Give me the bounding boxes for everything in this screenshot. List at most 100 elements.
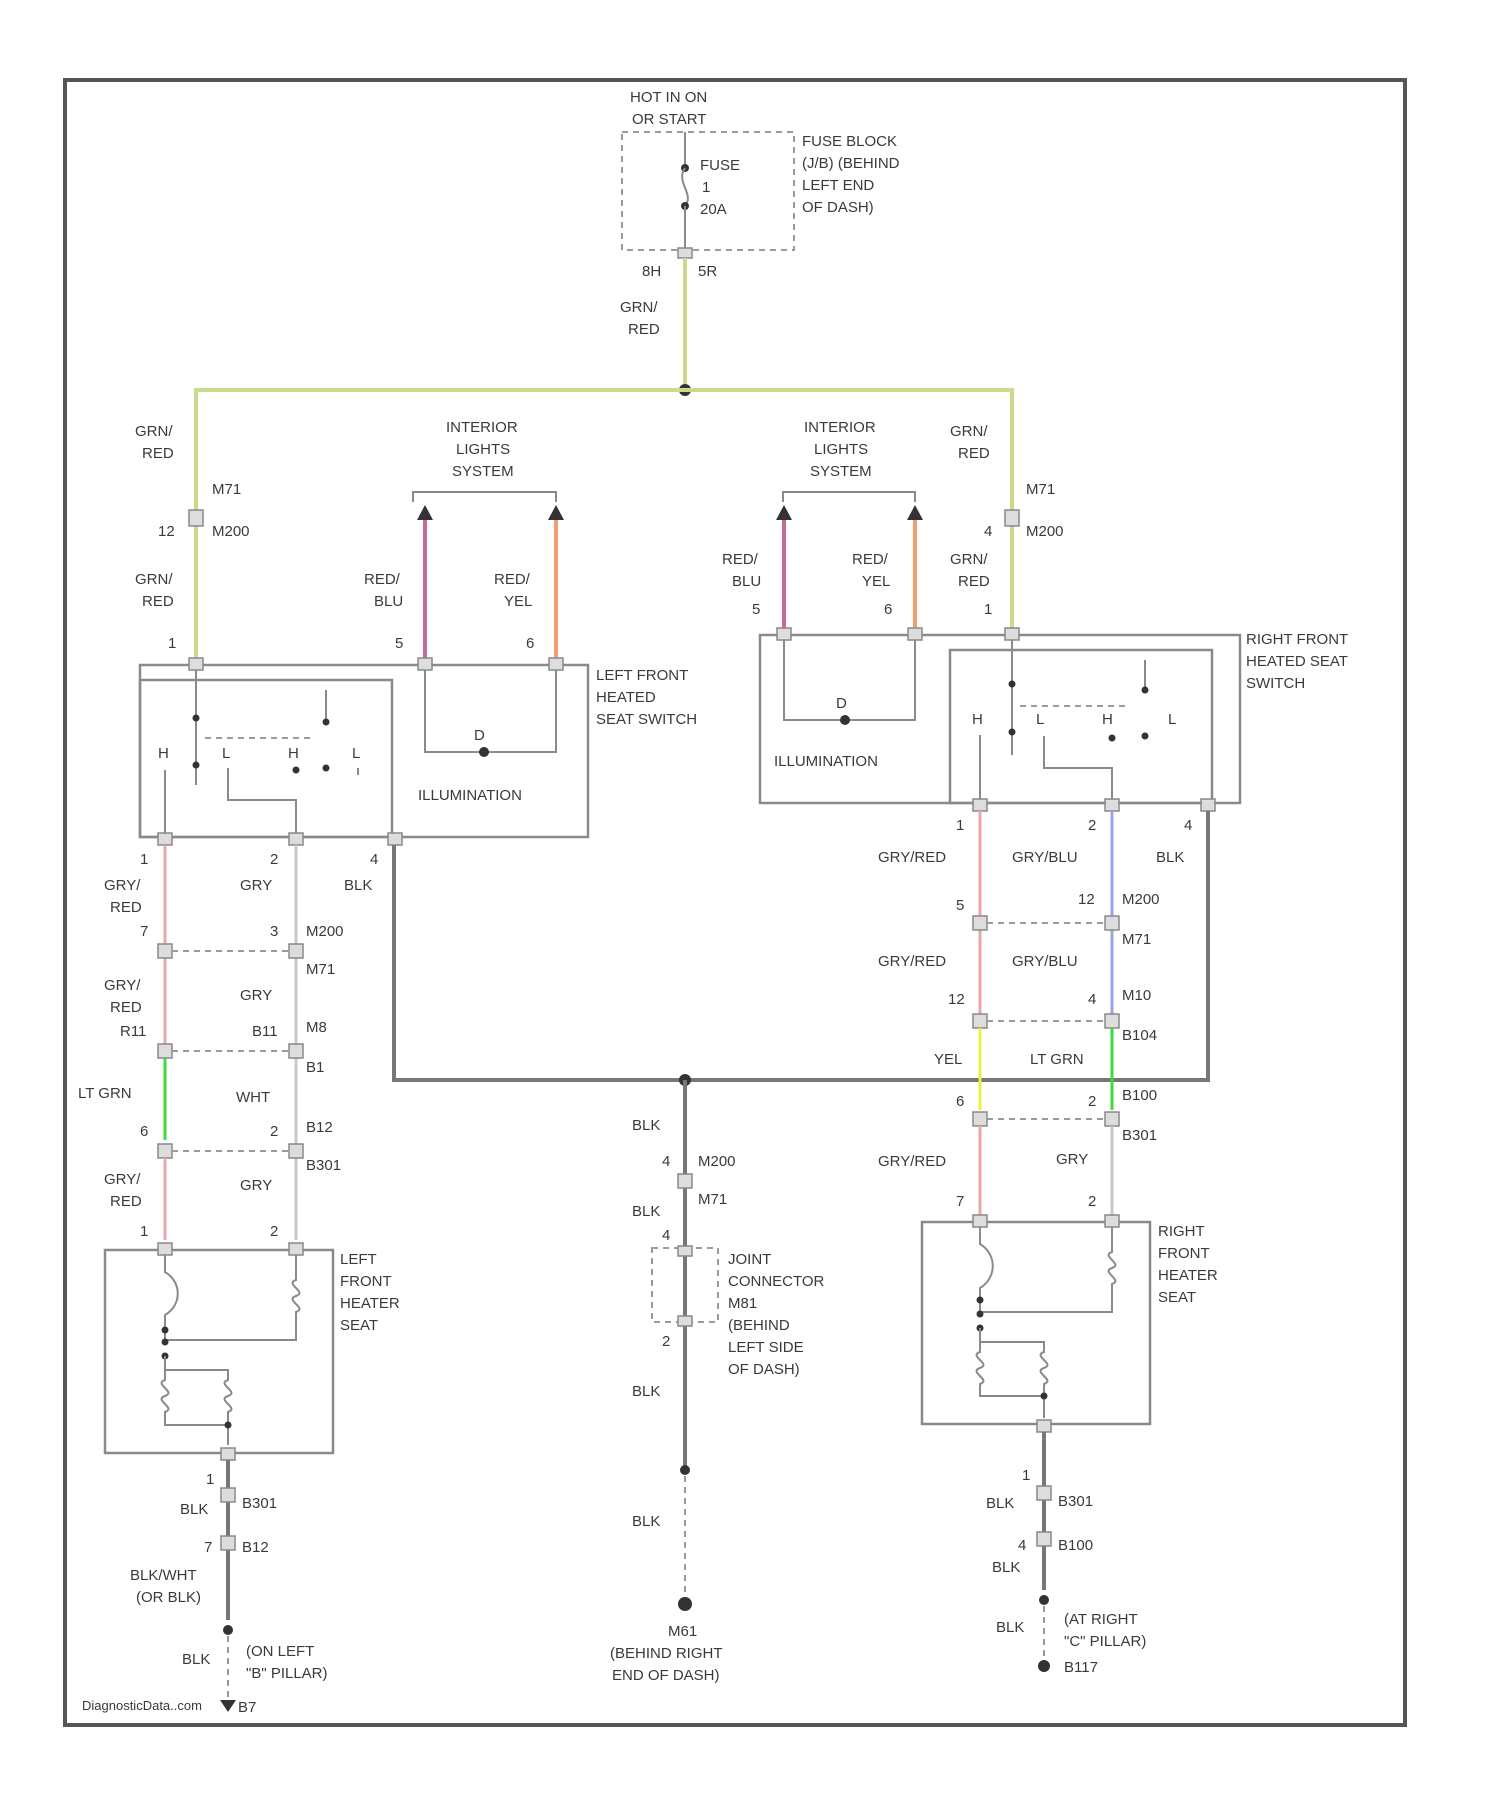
left-pin-12: 12 xyxy=(158,523,175,540)
left-connector-m200 xyxy=(189,510,203,526)
left-redblu-label-1: RED/ xyxy=(364,571,401,588)
right-gry-c: GRY xyxy=(1056,1151,1088,1168)
right-heater-pin-4: 4 xyxy=(1018,1537,1026,1554)
right-conn-m71: M71 xyxy=(1026,481,1055,498)
right-gry-red-label: GRY/RED xyxy=(878,849,946,866)
left-conn-b1-a xyxy=(158,1044,172,1058)
left-heater-dot-1 xyxy=(162,1327,169,1334)
right-sw-h2: H xyxy=(1102,711,1113,728)
right-pin-2b: 2 xyxy=(1088,1193,1096,1210)
left-b12: B12 xyxy=(306,1119,333,1136)
left-heater-pin-7: 7 xyxy=(204,1539,212,1556)
right-sw-dot-1 xyxy=(1009,681,1016,688)
left-sw-l2: L xyxy=(352,745,360,762)
diagram-frame xyxy=(65,80,1405,1725)
left-blk-label: BLK xyxy=(344,877,372,894)
right-heater-conn-b301 xyxy=(1037,1486,1051,1500)
right-ground-blk: BLK xyxy=(996,1619,1024,1636)
left-heater-coil-top xyxy=(165,1255,299,1340)
left-sw-contact-a xyxy=(228,768,296,840)
left-heater-b301: B301 xyxy=(242,1495,277,1512)
right-redyel-label-1: RED/ xyxy=(852,551,889,568)
right-heater-box xyxy=(922,1222,1150,1424)
left-pin-r11: R11 xyxy=(120,1023,146,1040)
left-ground-label-2: "B" PILLAR) xyxy=(246,1665,328,1682)
right-switch-name-1: RIGHT FRONT xyxy=(1246,631,1348,648)
right-lt-grn-label: LT GRN xyxy=(1030,1051,1084,1068)
left-grn-red-top-2: RED xyxy=(142,445,174,462)
left-heater-dot-4 xyxy=(225,1422,232,1429)
left-m71: M71 xyxy=(306,961,335,978)
right-conn-m200: M200 xyxy=(1026,523,1064,540)
left-illum-lamp xyxy=(479,747,489,757)
left-pin-7: 7 xyxy=(140,923,148,940)
wire-top-label-2: RED xyxy=(628,321,660,338)
left-heater-box xyxy=(105,1250,333,1453)
left-gry-c: GRY xyxy=(240,1177,272,1194)
left-heater-pin2 xyxy=(289,1243,303,1255)
right-heater-coil-top xyxy=(980,1227,1115,1312)
right-heater-section: RIGHT FRONT HEATER SEAT 1 BLK B301 4 B10… xyxy=(922,1215,1218,1676)
right-sw-dot-3 xyxy=(1109,735,1116,742)
left-gry-b: GRY xyxy=(240,987,272,1004)
right-sw-dot-4 xyxy=(1142,687,1149,694)
right-switch-name-2: HEATED SEAT xyxy=(1246,653,1348,670)
left-switch-bot-pin2 xyxy=(289,833,303,845)
right-heater-conn-b100 xyxy=(1037,1532,1051,1546)
right-illum-lamp xyxy=(840,715,850,725)
right-redyel-label-2: YEL xyxy=(862,573,890,590)
left-gry-red-label-2: RED xyxy=(110,899,142,916)
right-switch-bot-4: 4 xyxy=(1184,817,1192,834)
wire-blk-ground-bus xyxy=(394,811,1208,1080)
right-sw-dot-2 xyxy=(1009,729,1016,736)
center-blk-2: BLK xyxy=(632,1203,660,1220)
fuse-block-label-3: LEFT END xyxy=(802,177,874,194)
right-sw-dot-5 xyxy=(1142,733,1149,740)
left-ground-symbol xyxy=(220,1700,236,1712)
right-redblu-label-2: BLU xyxy=(732,573,761,590)
right-blk-label: BLK xyxy=(1156,849,1184,866)
right-switch-pin-1: 1 xyxy=(984,601,992,618)
right-pin-5: 5 xyxy=(956,897,964,914)
right-pin-12: 12 xyxy=(1078,891,1095,908)
right-redblu-label-1: RED/ xyxy=(722,551,759,568)
right-pin-4: 4 xyxy=(1088,991,1096,1008)
right-heater-b301: B301 xyxy=(1058,1493,1093,1510)
left-heater-name-3: HEATER xyxy=(340,1295,400,1312)
right-switch-pin6-conn xyxy=(908,628,922,640)
right-heater-b100: B100 xyxy=(1058,1537,1093,1554)
left-conn-m200-a xyxy=(158,944,172,958)
left-switch-name-2: HEATED xyxy=(596,689,656,706)
left-heater-conn-b12 xyxy=(221,1536,235,1550)
left-switch-pin6-conn xyxy=(549,658,563,670)
right-arrow-redblu xyxy=(776,505,792,520)
right-heater-out-pin xyxy=(1037,1420,1051,1432)
left-sw-h: H xyxy=(158,745,169,762)
right-interior-label-2: LIGHTS xyxy=(814,441,868,458)
left-heater-coil-a xyxy=(162,1356,228,1425)
fuse-amp: 20A xyxy=(700,201,727,218)
right-switch-section: GRN/ RED M71 M200 4 GRN/ RED INTERIOR LI… xyxy=(722,419,1348,834)
right-switch-bot-pin4 xyxy=(1201,799,1215,811)
left-grn-red-bot-1: GRN/ xyxy=(135,571,173,588)
right-gry-blu-label: GRY/BLU xyxy=(1012,849,1078,866)
right-switch-bot-1: 1 xyxy=(956,817,964,834)
left-conn-b301-b xyxy=(289,1144,303,1158)
left-interior-brace xyxy=(413,492,556,502)
right-grn-red-bot-1: GRN/ xyxy=(950,551,988,568)
right-conn-b301-b xyxy=(1105,1112,1119,1126)
left-gry-red-c2: RED xyxy=(110,1193,142,1210)
wire-grn-red-left-branch xyxy=(196,390,685,662)
left-heater-blk: BLK xyxy=(180,1501,208,1518)
left-sw-dot-1 xyxy=(193,715,200,722)
fuse-connector xyxy=(678,248,692,258)
right-heater-name-4: SEAT xyxy=(1158,1289,1196,1306)
right-illumination-label: ILLUMINATION xyxy=(774,753,878,770)
left-switch-pin-5: 5 xyxy=(395,635,403,652)
right-switch-bot-pin2 xyxy=(1105,799,1119,811)
right-heater-name-3: HEATER xyxy=(1158,1267,1218,1284)
right-pin-4: 4 xyxy=(984,523,992,540)
left-ground-label-1: (ON LEFT xyxy=(246,1643,314,1660)
watermark: DiagnosticData..com xyxy=(82,1698,202,1713)
center-blk-3: BLK xyxy=(632,1383,660,1400)
